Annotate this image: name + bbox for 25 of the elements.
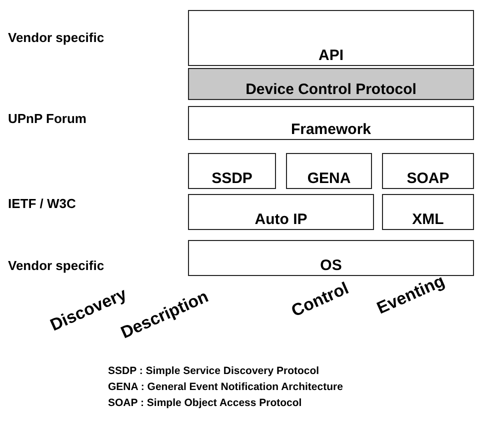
abbreviation-note: SOAP : Simple Object Access Protocol [108,397,302,409]
abbreviation-note: SSDP : Simple Service Discovery Protocol [108,365,320,377]
layer-label: SSDP [212,170,252,188]
layer-label: Auto IP [254,211,308,229]
side-label: Vendor specific [8,30,104,45]
layer-label: OS [320,257,342,275]
layer-box [188,153,276,189]
layer-box [188,68,474,100]
layer-box [382,194,474,230]
layer-label: SOAP [406,170,450,188]
layer-label: XML [412,211,444,229]
side-label: UPnP Forum [8,111,86,126]
layer-box [188,240,474,276]
layer-label: Framework [290,121,372,139]
abbreviation-note: GENA : General Event Notification Architecture [108,381,343,393]
layer-box [286,153,372,189]
layer-label: Device Control Protocol [246,81,416,99]
side-label: IETF / W3C [8,196,76,211]
layer-label: API [318,47,344,65]
layer-box [188,106,474,140]
layer-label: GENA [307,170,351,188]
layer-box [188,10,474,66]
side-label: Vendor specific [8,258,104,273]
layer-box [382,153,474,189]
layer-box [188,194,374,230]
